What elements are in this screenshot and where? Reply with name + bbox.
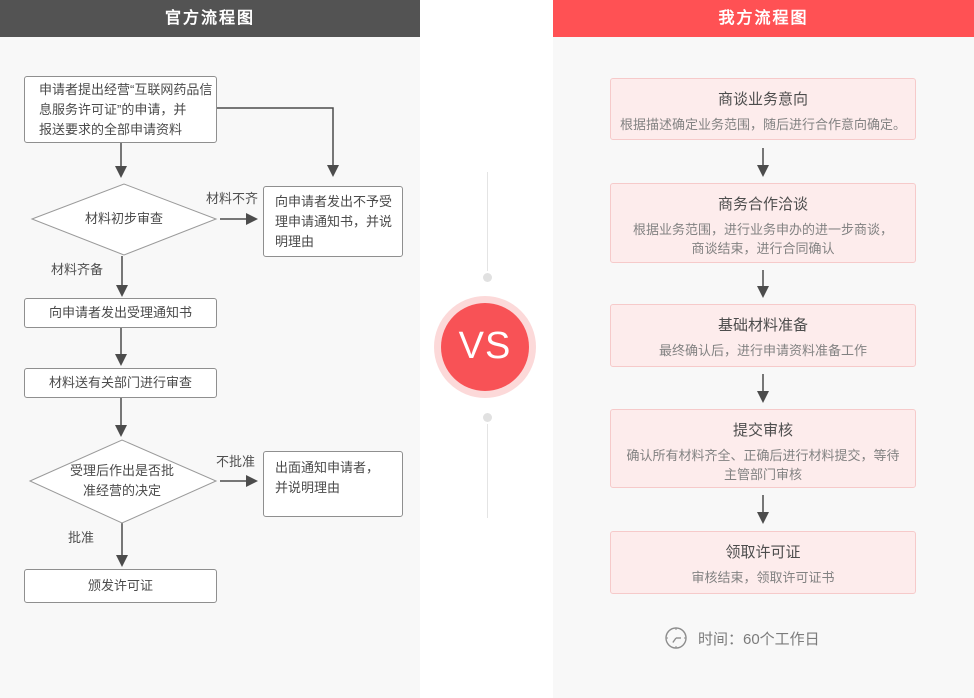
vs-badge-label: VS [441, 303, 529, 391]
step-desc: 根据描述确定业务范围，随后进行合作意向确定。 [619, 117, 906, 132]
flow-node-reject-notice: 向申请者发出不予受 理申请通知书，并说 明理由 [263, 186, 403, 257]
step-title: 商谈业务意向 [717, 91, 808, 108]
step-desc: 最终确认后，进行申请资料准备工作 [658, 343, 867, 358]
step-get-license: 领取许可证 审核结束，领取许可证书 [610, 531, 916, 594]
flow-node-apply: 申请者提出经营“互联网药品信 息服务许可证”的申请，并 报送要求的全部申请资料 [24, 76, 217, 143]
step-title: 基础材料准备 [717, 317, 808, 334]
divider-dot-bottom [483, 413, 492, 422]
duration-text: 时间：60个工作日 [698, 630, 820, 648]
our-flow-header: 我方流程图 [553, 0, 974, 37]
step-title: 提交审核 [732, 422, 793, 439]
edge-label-complete: 材料齐备 [51, 262, 104, 277]
diamond-label-decision: 受理后作出是否批 准经营的决定 [69, 463, 174, 498]
flow-node-accept-notice: 向申请者发出受理通知书 [24, 298, 217, 328]
vs-badge: VS [434, 296, 536, 398]
step-business-intent: 商谈业务意向 根据描述确定业务范围，随后进行合作意向确定。 [610, 78, 916, 140]
divider-line-top [487, 172, 488, 271]
divider-line-bottom [487, 424, 488, 518]
flow-node-issue-license: 颁发许可证 [24, 569, 217, 603]
step-submit-review: 提交审核 确认所有材料齐全、正确后进行材料提交，等待 主管部门审核 [610, 409, 916, 488]
divider-dot-top [483, 273, 492, 282]
diamond-label-initial-review: 材料初步审查 [84, 211, 163, 226]
official-flow-header: 官方流程图 [0, 0, 420, 37]
edge-label-incomplete: 材料不齐 [206, 191, 259, 206]
edge-label-approved: 批准 [68, 530, 95, 545]
clock-icon [665, 627, 687, 649]
step-desc: 审核结束，领取许可证书 [691, 570, 835, 585]
step-cooperation-talk: 商务合作洽谈 根据业务范围，进行业务申办的进一步商谈， 商谈结束，进行合同确认 [610, 183, 916, 263]
duration-row: 时间：60个工作日 [664, 626, 820, 650]
step-desc: 确认所有材料齐全、正确后进行材料提交，等待 主管部门审核 [626, 448, 900, 482]
flow-node-notify-applicant: 出面通知申请者， 并说明理由 [263, 451, 403, 517]
step-title: 领取许可证 [725, 544, 801, 561]
edge-label-not-approved: 不批准 [216, 454, 256, 469]
flow-node-dept-review: 材料送有关部门进行审查 [24, 368, 217, 398]
step-material-prep: 基础材料准备 最终确认后，进行申请资料准备工作 [610, 304, 916, 367]
step-desc: 根据业务范围，进行业务申办的进一步商谈， 商谈结束，进行合同确认 [632, 222, 893, 256]
step-title: 商务合作洽谈 [717, 196, 808, 213]
